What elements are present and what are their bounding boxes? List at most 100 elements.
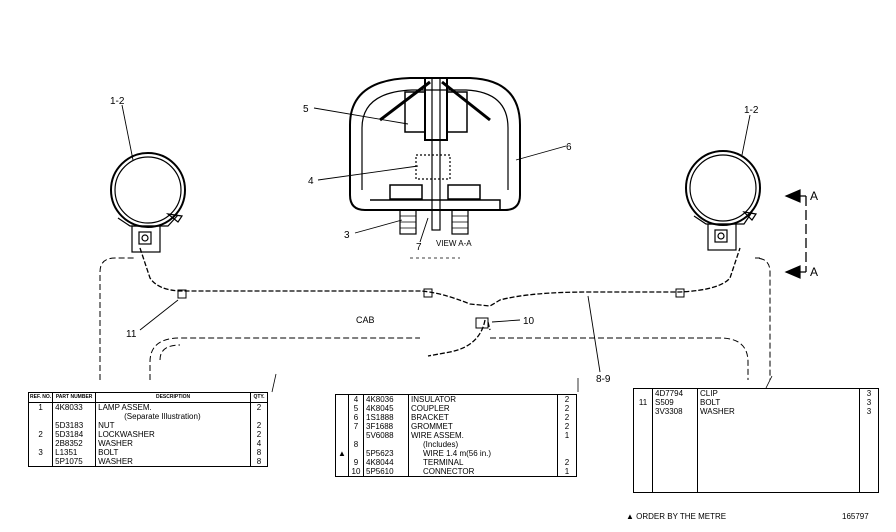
desc-cell: CLIP [697,388,860,398]
ref-cell [27,457,54,467]
lamp-left [110,152,186,253]
ref-cell: 10 [348,467,364,477]
ref-cell: 2 [27,430,54,439]
part-cell: 1S1888 [363,413,409,422]
view-label: VIEW A-A [436,239,472,248]
qty-cell: 3 [859,398,879,407]
qty-cell: 2 [557,413,577,422]
ref-cell [27,421,54,430]
desc-cell: LAMP ASSEM. [95,402,251,412]
desc-text: WIRE [423,449,444,458]
desc-cell: NUT [95,421,251,430]
qty-cell [557,440,577,449]
ref-cell: 8 [348,440,364,449]
section-arrows [784,189,807,279]
footer-code: 165797 [842,512,869,521]
table-row: S509 BOLT 3 [634,398,879,407]
header-desc: DESCRIPTION [95,392,251,403]
header-ref: REF. NO. [27,392,54,403]
desc-cell: INSULATOR [408,394,558,404]
callout-wire-6: 6 [566,142,572,153]
part-cell: 4K8045 [363,404,409,413]
qty-cell: 4 [250,439,268,448]
qty-cell: 1 [557,431,577,440]
part-cell: 4K8033 [52,402,97,412]
callout-coupler: 5 [303,104,309,115]
ref-cell: 3 [27,448,54,457]
desc-cell: (Separate Illustration) [95,412,251,421]
header-qty: QTY. [250,392,268,403]
ref-cell [27,439,54,448]
part-cell: L1351 [52,448,97,457]
cab-outline [99,257,771,380]
mark-cell [336,422,349,431]
cab-label: CAB [356,315,375,325]
ref-cell: 11 [633,388,653,416]
qty-cell: 2 [557,458,577,467]
qty-cell: 2 [250,402,268,412]
lamp-right [685,150,761,251]
part-cell: 5P1075 [52,457,97,467]
desc-cell: COUPLER [408,404,558,413]
ref-cell: 4 [348,394,364,404]
part-cell: 3V3308 [652,407,698,416]
qty-cell: 1 [557,467,577,477]
callout-grommet-7: 7 [416,242,422,253]
table-row: 8(Includes) [336,440,577,449]
mark-cell [336,431,349,440]
mark-cell [336,404,349,413]
qty-cell: 2 [557,394,577,404]
ref-cell [348,449,364,458]
desc-cell: WASHER [697,407,860,416]
ref-cell: 1 [27,402,54,412]
header-part: PART NUMBER [52,392,97,403]
wire-harness [139,247,741,357]
ref-cell [348,431,364,440]
qty-cell: 2 [250,430,268,439]
part-cell: 4K8036 [363,394,409,404]
section-a-bottom: A [810,265,818,279]
callout-connector-10: 10 [523,316,535,327]
part-cell: 5P5623 [363,449,409,458]
callout-lamp-left: 1-2 [110,96,125,107]
desc-cell: TERMINAL [408,458,558,467]
mark-cell [336,440,349,449]
ref-cell: 7 [348,422,364,431]
part-cell: S509 [652,398,698,407]
mark-cell [336,395,349,405]
part-cell: 5V6088 [363,431,409,440]
callout-bracket-3: 3 [344,230,350,241]
part-cell: 2B8352 [52,439,97,448]
leader-lines [121,104,751,373]
part-cell: 5D3183 [52,421,97,430]
qty-cell: 2 [250,421,268,430]
mark-cell: ▲ [338,449,346,458]
desc-cell: WIRE 1.4 m(56 in.) [408,449,558,458]
ref-cell [27,412,54,421]
part-cell [363,440,409,449]
part-cell: 5D3184 [52,430,97,439]
table-leaders [271,373,773,393]
mark-cell [336,458,349,467]
qty-length: 1.4 m(56 in.) [446,449,492,458]
section-a-top: A [810,189,818,203]
mark-cell [336,413,349,422]
desc-cell: WASHER [95,457,251,467]
qty-cell: 3 [859,388,879,398]
ref-cell: 6 [348,413,364,422]
ref-cell: 5 [348,404,364,413]
desc-cell: LOCKWASHER [95,430,251,439]
